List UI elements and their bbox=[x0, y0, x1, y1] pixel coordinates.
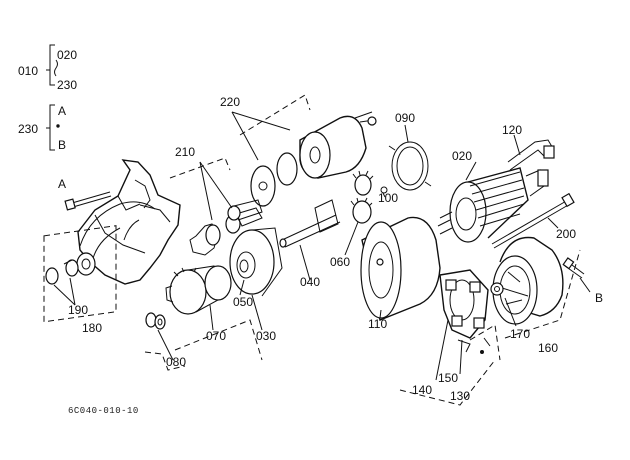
callout-160[interactable]: 160 bbox=[538, 341, 559, 355]
callout-040[interactable]: 040 bbox=[300, 275, 321, 289]
legend-group2-bottom: B bbox=[58, 138, 67, 152]
screw-b[interactable] bbox=[562, 257, 585, 279]
terminal-bracket-120[interactable] bbox=[507, 139, 555, 171]
group-box-180 bbox=[43, 225, 117, 323]
callout-020[interactable]: 020 bbox=[452, 149, 473, 163]
pinion-clutch-070[interactable] bbox=[165, 265, 232, 315]
washer-080[interactable] bbox=[145, 312, 166, 330]
rear-cover-160[interactable] bbox=[490, 236, 564, 325]
callout-070[interactable]: 070 bbox=[206, 329, 227, 343]
legend-group1-code: 010 bbox=[18, 64, 39, 78]
callout-100[interactable]: 100 bbox=[378, 191, 399, 205]
group-line-150 bbox=[469, 324, 501, 361]
callout-060[interactable]: 060 bbox=[330, 255, 351, 269]
front-housing[interactable] bbox=[76, 159, 181, 285]
callout-a[interactable]: A bbox=[58, 177, 67, 191]
shaft-040[interactable] bbox=[279, 199, 341, 248]
armature-020[interactable] bbox=[437, 167, 549, 243]
callout-110[interactable]: 110 bbox=[368, 317, 388, 331]
planet-gears-060[interactable] bbox=[350, 170, 388, 224]
callout-180[interactable]: 180 bbox=[82, 321, 103, 335]
group-line-080 bbox=[144, 351, 186, 371]
callout-210[interactable]: 210 bbox=[175, 145, 196, 159]
callout-150[interactable]: 150 bbox=[438, 371, 459, 385]
callout-130[interactable]: 130 bbox=[450, 389, 471, 403]
callout-140[interactable]: 140 bbox=[412, 383, 433, 397]
legend-group1-top: 020 bbox=[57, 48, 78, 62]
plunger[interactable] bbox=[227, 199, 263, 221]
group-line-130 bbox=[399, 359, 496, 406]
legend-group2-top: A bbox=[58, 104, 67, 118]
callout-090[interactable]: 090 bbox=[395, 111, 416, 125]
callout-b[interactable]: B bbox=[595, 291, 604, 305]
yoke-110[interactable] bbox=[360, 216, 441, 321]
group-line-210 bbox=[169, 157, 231, 179]
callout-050[interactable]: 050 bbox=[233, 295, 254, 309]
callout-080[interactable]: 080 bbox=[166, 355, 187, 369]
legend-group2-code: 230 bbox=[18, 122, 39, 136]
leader-lines bbox=[53, 111, 591, 381]
legend-bracket-2 bbox=[46, 104, 60, 151]
legend-bracket-1 bbox=[46, 44, 58, 86]
drawing-number: 6C040-010-10 bbox=[68, 406, 139, 416]
solenoid-220[interactable] bbox=[250, 111, 377, 207]
gear-housing-050[interactable] bbox=[229, 227, 283, 297]
callout-190[interactable]: 190 bbox=[68, 303, 89, 317]
bushing-190[interactable] bbox=[45, 259, 79, 285]
callout-170[interactable]: 170 bbox=[510, 327, 531, 341]
callout-200[interactable]: 200 bbox=[556, 227, 577, 241]
callout-120[interactable]: 120 bbox=[502, 123, 523, 137]
brush-holder-130[interactable] bbox=[439, 269, 491, 354]
group-line-030 bbox=[174, 319, 263, 361]
through-bolt-200[interactable] bbox=[491, 192, 575, 249]
snap-ring-090[interactable] bbox=[388, 141, 432, 191]
callout-030[interactable]: 030 bbox=[256, 329, 277, 343]
callout-220[interactable]: 220 bbox=[220, 95, 241, 109]
group-line-220 bbox=[239, 94, 311, 136]
bolt-a[interactable] bbox=[64, 191, 112, 211]
legend-group1-bottom: 230 bbox=[57, 78, 78, 92]
